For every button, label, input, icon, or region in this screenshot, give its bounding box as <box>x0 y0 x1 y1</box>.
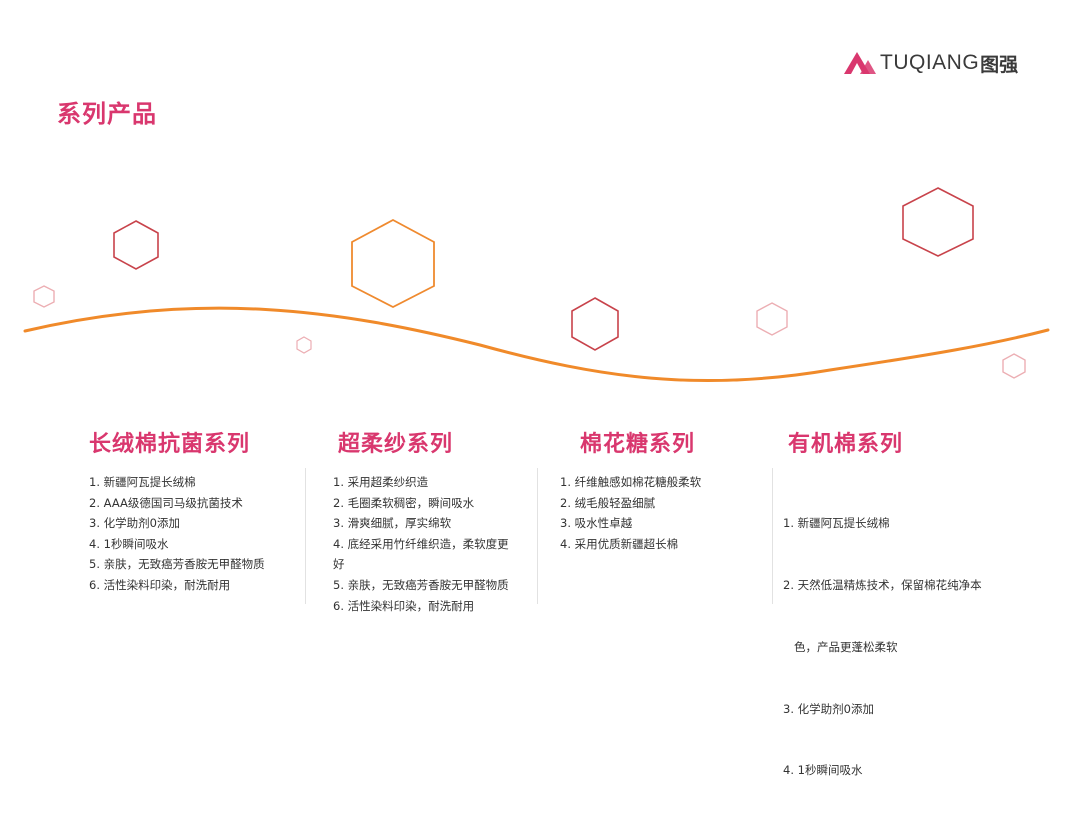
series-title: 超柔纱系列 <box>337 432 453 457</box>
column-divider <box>305 468 306 604</box>
brand-name: TUQIANG <box>880 51 980 74</box>
brand-logo: TUQIANG 图强 <box>842 48 1018 78</box>
wave-line <box>23 306 1050 383</box>
decorative-wave-graphic <box>23 187 1050 383</box>
series-column-1: 长绒棉抗菌系列 1. 新疆阿瓦提长绒棉 2. AAA级德国司马级抗菌技术 3. … <box>52 430 287 596</box>
series-title: 长绒棉抗菌系列 <box>88 432 250 457</box>
hexagon-icon <box>571 297 619 351</box>
series-feature-list: 1. 采用超柔纱织造 2. 毛圈柔软稠密，瞬间吸水 3. 滑爽细腻，厚实绵软 4… <box>278 472 513 616</box>
brand-mark-icon <box>844 52 876 74</box>
list-item: 5. 亲肤，无致癌芳香胺无甲醛物质 <box>89 557 265 572</box>
list-item: 2. AAA级德国司马级抗菌技术 <box>89 495 243 510</box>
list-item: 4. 1秒瞬间吸水 <box>783 763 863 778</box>
list-item: 4. 采用优质新疆超长棉 <box>560 536 679 551</box>
series-title: 棉花糖系列 <box>579 432 695 457</box>
list-item: 4. 底经采用竹纤维织造，柔软度更好 <box>333 536 509 572</box>
list-item: 4. 1秒瞬间吸水 <box>89 536 169 551</box>
list-item: 6. 活性染料印染，耐洗耐用 <box>89 577 231 592</box>
column-divider <box>772 468 773 604</box>
list-item: 1. 新疆阿瓦提长绒棉 <box>783 516 890 531</box>
list-item: 3. 化学助剂0添加 <box>89 516 180 531</box>
series-feature-list: 1. 新疆阿瓦提长绒棉 2. AAA级德国司马级抗菌技术 3. 化学助剂0添加 … <box>52 472 287 596</box>
series-feature-list: 1. 纤维触感如棉花糖般柔软 2. 绒毛般轻盈细腻 3. 吸水性卓越 4. 采用… <box>520 472 755 554</box>
list-item: 3. 吸水性卓越 <box>560 516 633 531</box>
column-divider <box>537 468 538 604</box>
list-item: 1. 新疆阿瓦提长绒棉 <box>89 475 196 489</box>
brand-name-cn: 图强 <box>980 53 1019 76</box>
hexagon-icon <box>351 218 435 309</box>
series-column-4: 有机棉系列 1. 新疆阿瓦提长绒棉 2. 天然低温精炼技术，保留棉花纯净本 色，… <box>728 430 1008 822</box>
page-title: 系列产品 <box>57 100 157 128</box>
series-column-2: 超柔纱系列 1. 采用超柔纱织造 2. 毛圈柔软稠密，瞬间吸水 3. 滑爽细腻，… <box>278 430 513 616</box>
list-item: 1. 采用超柔纱织造 <box>333 475 429 489</box>
list-item: 2. 绒毛般轻盈细腻 <box>560 495 656 510</box>
list-item: 2. 毛圈柔软稠密，瞬间吸水 <box>333 495 475 510</box>
list-item: 6. 活性染料印染，耐洗耐用 <box>333 598 475 613</box>
hexagon-icon <box>33 285 55 308</box>
hexagon-icon <box>1002 353 1026 379</box>
hexagon-icon <box>756 302 788 336</box>
hexagon-icon <box>113 220 159 270</box>
list-item: 1. 纤维触感如棉花糖般柔软 <box>560 475 702 489</box>
list-item: 3. 化学助剂0添加 <box>783 701 874 716</box>
series-title: 有机棉系列 <box>787 432 903 457</box>
series-column-3: 棉花糖系列 1. 纤维触感如棉花糖般柔软 2. 绒毛般轻盈细腻 3. 吸水性卓越… <box>520 430 755 554</box>
hexagon-icon <box>902 187 974 257</box>
list-item: 3. 滑爽细腻，厚实绵软 <box>333 516 452 531</box>
list-item: 色，产品更蓬松柔软 <box>783 639 898 654</box>
list-item: 2. 天然低温精炼技术，保留棉花纯净本 <box>783 577 982 592</box>
series-feature-list: 1. 新疆阿瓦提长绒棉 2. 天然低温精炼技术，保留棉花纯净本 色，产品更蓬松柔… <box>728 472 1008 822</box>
hexagon-icon <box>296 336 312 354</box>
list-item: 5. 亲肤，无致癌芳香胺无甲醛物质 <box>333 577 509 592</box>
